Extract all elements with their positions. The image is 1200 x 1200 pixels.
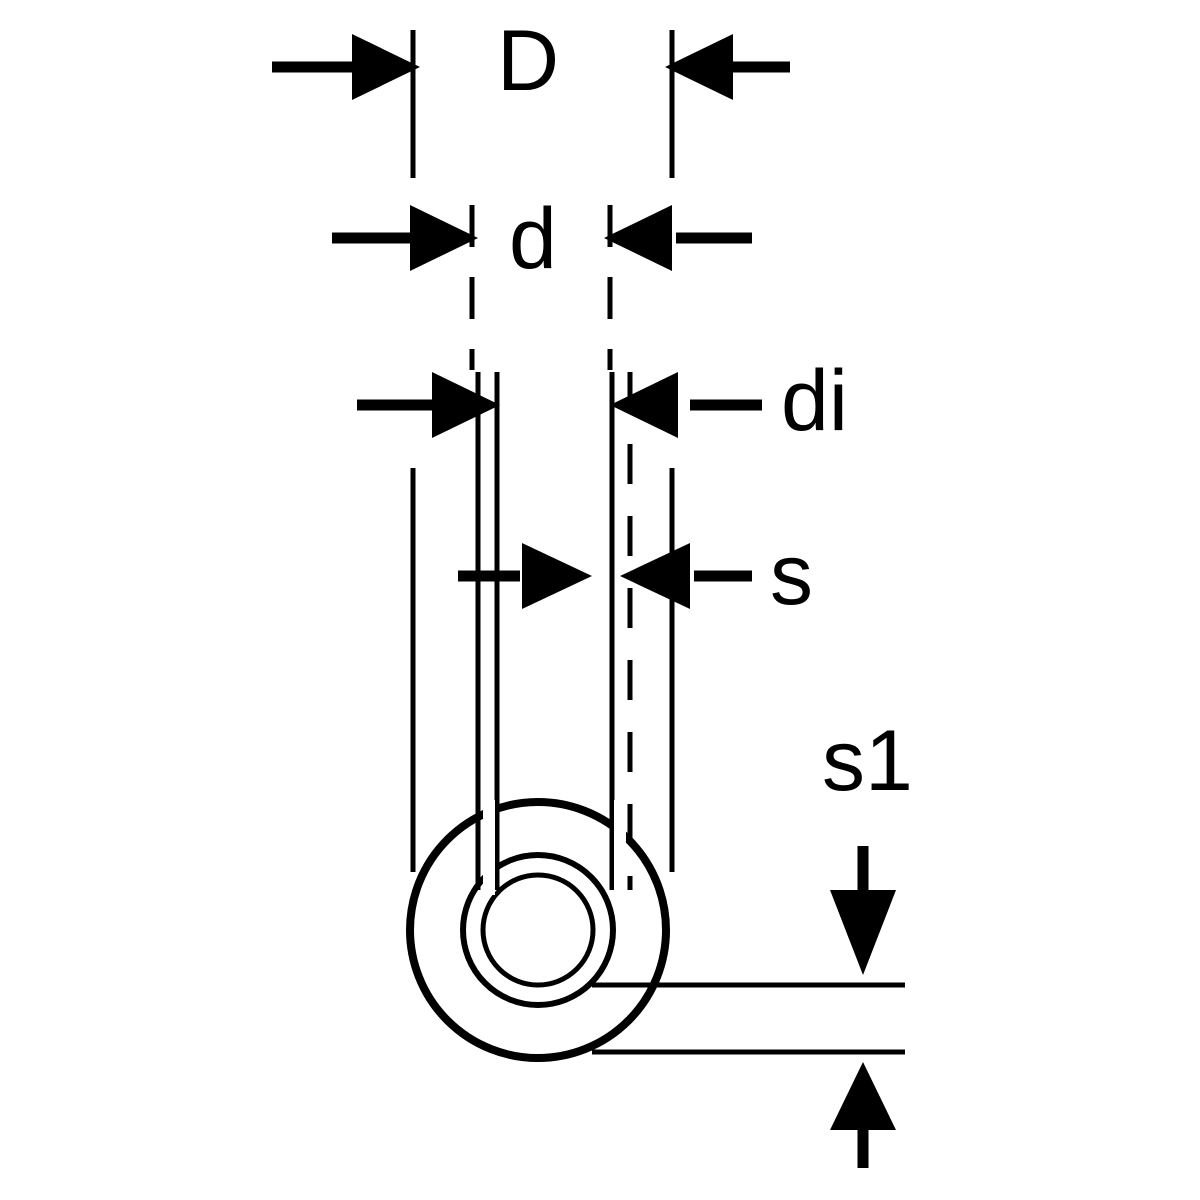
arrowhead-s-right bbox=[620, 543, 690, 609]
label-inner-diameter: di bbox=[781, 353, 848, 449]
wall-mask-right bbox=[614, 800, 626, 895]
dimension-di bbox=[357, 372, 762, 438]
arrowhead-s1-lower bbox=[830, 1062, 896, 1130]
arrowhead-di-right bbox=[610, 372, 678, 438]
arrowhead-d-left bbox=[410, 205, 478, 271]
extension-lines bbox=[410, 30, 905, 1055]
arrowhead-d-right bbox=[604, 205, 672, 271]
dimension-D bbox=[272, 34, 790, 100]
arrowhead-di-left bbox=[432, 372, 500, 438]
arrowhead-s-left bbox=[522, 543, 592, 609]
label-layer-thickness: s1 bbox=[822, 713, 913, 809]
pipe-cross-section bbox=[406, 798, 670, 1062]
label-outer-diameter: D bbox=[497, 13, 560, 109]
outer-circle bbox=[406, 798, 670, 1062]
arrowhead-s1-upper bbox=[830, 890, 896, 975]
arrowhead-D-right bbox=[665, 34, 733, 100]
middle-circle bbox=[460, 852, 616, 1008]
tube-walls bbox=[483, 800, 626, 895]
arrowhead-D-left bbox=[352, 34, 420, 100]
label-nominal-diameter: d bbox=[509, 191, 557, 287]
dimension-s1 bbox=[830, 846, 896, 1168]
wall-mask-left bbox=[483, 800, 495, 895]
dimension-d bbox=[332, 205, 752, 271]
inner-circle bbox=[480, 872, 596, 988]
dimension-s bbox=[458, 543, 752, 609]
label-wall-thickness: s bbox=[770, 527, 813, 623]
